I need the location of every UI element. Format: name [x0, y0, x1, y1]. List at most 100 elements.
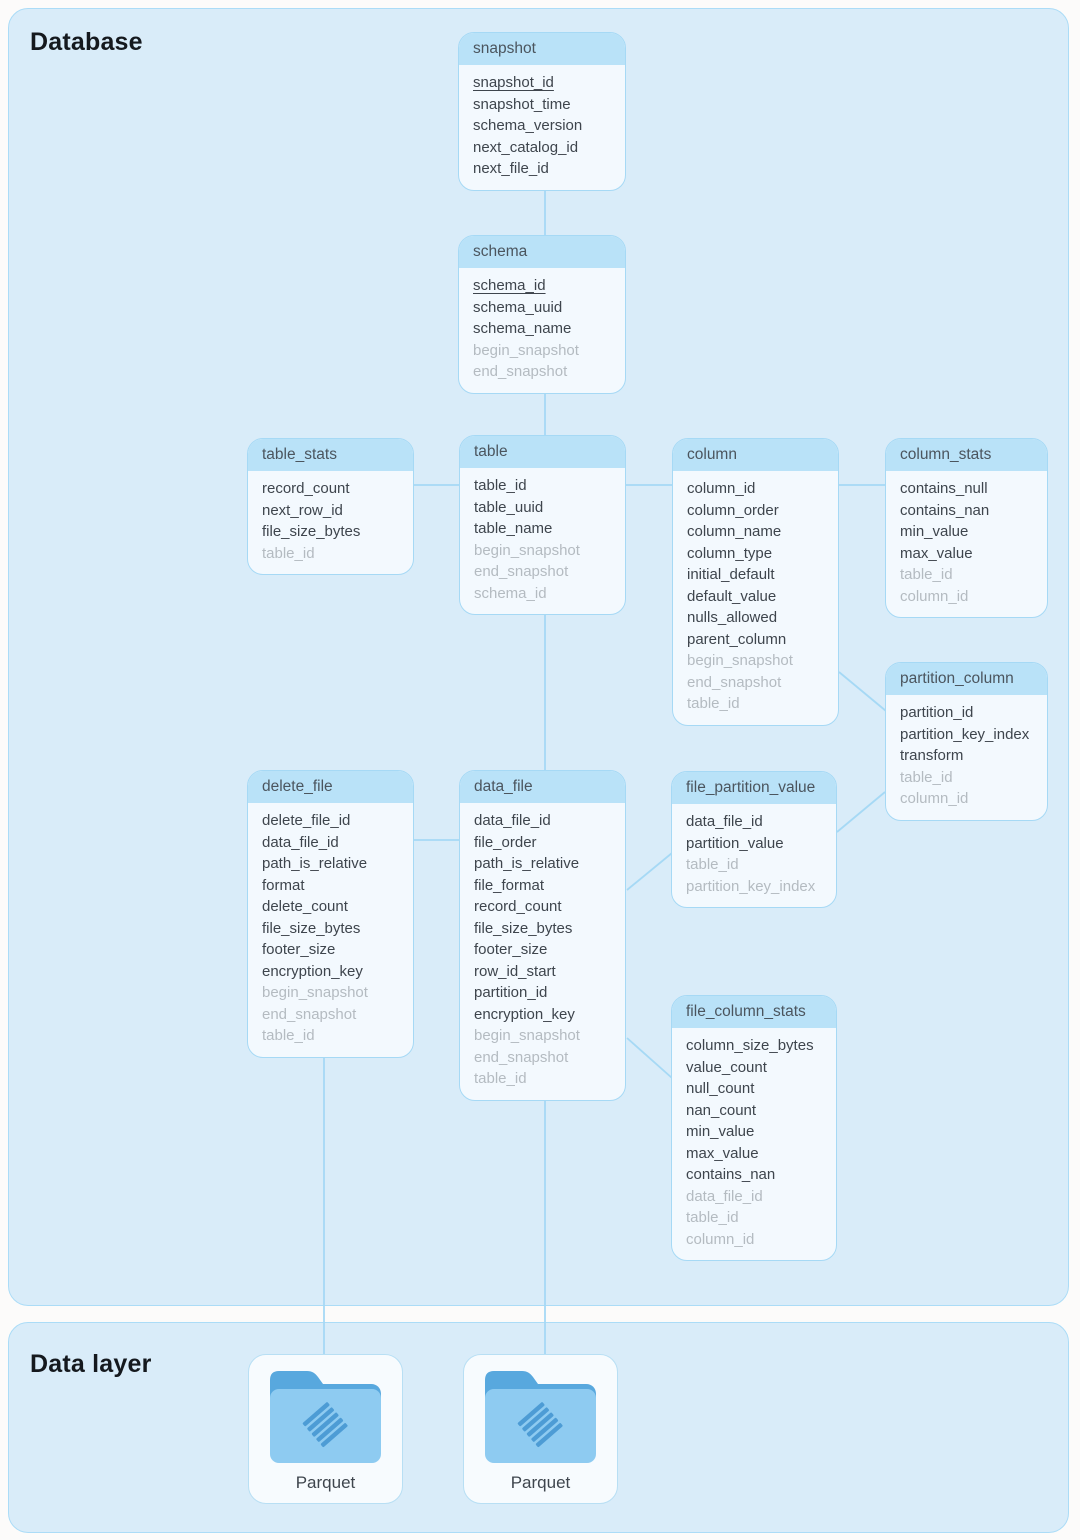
entity-data-file-title: data_file — [460, 771, 625, 803]
field-end_snapshot: end_snapshot — [473, 363, 568, 380]
field-partition_id: partition_id — [474, 984, 548, 1001]
field-row_id_start: row_id_start — [474, 962, 556, 980]
parquet-card-1: Parquet — [248, 1354, 403, 1504]
folder-label: Parquet — [295, 1473, 356, 1492]
field-begin_snapshot: begin_snapshot — [262, 984, 368, 1001]
entity-table-stats: table_stats record_count next_row_id file_… — [247, 438, 414, 575]
field-nulls_allowed: nulls_allowed — [687, 609, 778, 626]
field-column_name: column_name — [687, 523, 782, 540]
field-initial_default: initial_default — [687, 566, 775, 583]
field-schema_uuid: schema_uuid — [473, 298, 563, 316]
field-schema_name: schema_name — [473, 320, 572, 337]
field-begin_snapshot: begin_snapshot — [474, 1027, 580, 1044]
field-contains_nan: contains_nan — [900, 501, 990, 519]
field-begin_snapshot: begin_snapshot — [474, 541, 580, 559]
field-table_id: table_id — [900, 566, 953, 583]
field-next_row_id: next_row_id — [262, 501, 343, 519]
field-null_count: null_count — [686, 1080, 755, 1097]
field-schema_id: schema_id — [474, 584, 547, 602]
entity-file-column-stats-title: file_column_stats — [672, 996, 836, 1028]
entity-data-file: data_file data_file_id file_order path_is_… — [459, 770, 626, 1101]
entity-delete-file-title: delete_file — [248, 771, 413, 803]
entity-table-fields: table_id table_uuid table_name begin_snapsh… — [460, 468, 625, 614]
field-data_file_id: data_file_id — [474, 812, 551, 829]
field-record_count: record_count — [262, 480, 350, 497]
field-column_id: column_id — [686, 1230, 755, 1248]
entity-table-title: table — [460, 436, 625, 468]
field-table_name: table_name — [474, 520, 553, 537]
folder-label: Parquet — [510, 1473, 571, 1492]
entity-partition-column-title: partition_column — [886, 663, 1047, 695]
field-table_id: table_id — [262, 1027, 315, 1044]
parquet-logo-icon — [302, 1402, 348, 1448]
field-column_order: column_order — [687, 501, 779, 519]
field-partition_id: partition_id — [900, 704, 974, 721]
field-begin_snapshot: begin_snapshot — [687, 652, 793, 669]
field-partition_key_index: partition_key_index — [900, 725, 1030, 743]
field-column_id: column_id — [687, 480, 756, 497]
field-table_id: table_id — [687, 695, 740, 712]
field-contains_null: contains_null — [900, 480, 988, 497]
field-end_snapshot: end_snapshot — [474, 1048, 569, 1066]
field-path_is_relative: path_is_relative — [474, 855, 580, 872]
field-file_format: file_format — [474, 876, 545, 894]
database-panel-title: Database — [30, 28, 143, 56]
parquet-logo-icon — [517, 1402, 563, 1448]
field-table_uuid: table_uuid — [474, 498, 544, 516]
field-end_snapshot: end_snapshot — [474, 563, 569, 580]
field-column_size_bytes: column_size_bytes — [686, 1037, 814, 1054]
field-min_value: min_value — [686, 1123, 755, 1140]
field-partition_value: partition_value — [686, 834, 784, 852]
field-max_value: max_value — [686, 1144, 759, 1162]
parquet-card-2: Parquet — [463, 1354, 618, 1504]
field-partition_key_index: partition_key_index — [686, 877, 816, 895]
field-table_id: table_id — [262, 544, 315, 562]
field-footer_size: footer_size — [474, 941, 548, 958]
entity-table-stats-title: table_stats — [248, 439, 413, 471]
folder-icon — [270, 1371, 381, 1463]
field-contains_nan: contains_nan — [686, 1166, 776, 1183]
field-schema_id: schema_id — [473, 277, 546, 294]
field-table_id: table_id — [900, 768, 953, 786]
field-min_value: min_value — [900, 523, 969, 540]
entity-schema-title: schema — [459, 236, 625, 268]
field-value_count: value_count — [686, 1058, 767, 1076]
field-path_is_relative: path_is_relative — [262, 855, 368, 872]
field-table_id: table_id — [474, 477, 527, 494]
field-encryption_key: encryption_key — [262, 962, 363, 980]
field-column_id: column_id — [900, 790, 969, 807]
field-file_size_bytes: file_size_bytes — [474, 919, 573, 937]
field-next_catalog_id: next_catalog_id — [473, 138, 579, 156]
field-encryption_key: encryption_key — [474, 1005, 575, 1023]
field-snapshot_id: snapshot_id — [473, 74, 554, 91]
entity-column-stats-title: column_stats — [886, 439, 1047, 471]
field-end_snapshot: end_snapshot — [687, 673, 782, 691]
entity-table: table table_id table_uuid table_name begin_… — [459, 435, 626, 615]
field-delete_count: delete_count — [262, 898, 348, 915]
field-begin_snapshot: begin_snapshot — [473, 341, 579, 359]
entity-snapshot-title: snapshot — [459, 33, 625, 65]
field-snapshot_time: snapshot_time — [473, 95, 571, 113]
field-max_value: max_value — [900, 544, 973, 562]
field-record_count: record_count — [474, 898, 562, 915]
field-table_id: table_id — [686, 1209, 739, 1226]
field-end_snapshot: end_snapshot — [262, 1005, 357, 1023]
field-next_file_id: next_file_id — [473, 160, 549, 177]
field-nan_count: nan_count — [686, 1101, 757, 1119]
field-file_size_bytes: file_size_bytes — [262, 523, 361, 540]
field-file_order: file_order — [474, 833, 537, 851]
field-schema_version: schema_version — [473, 117, 583, 134]
entity-column-title: column — [673, 439, 838, 471]
